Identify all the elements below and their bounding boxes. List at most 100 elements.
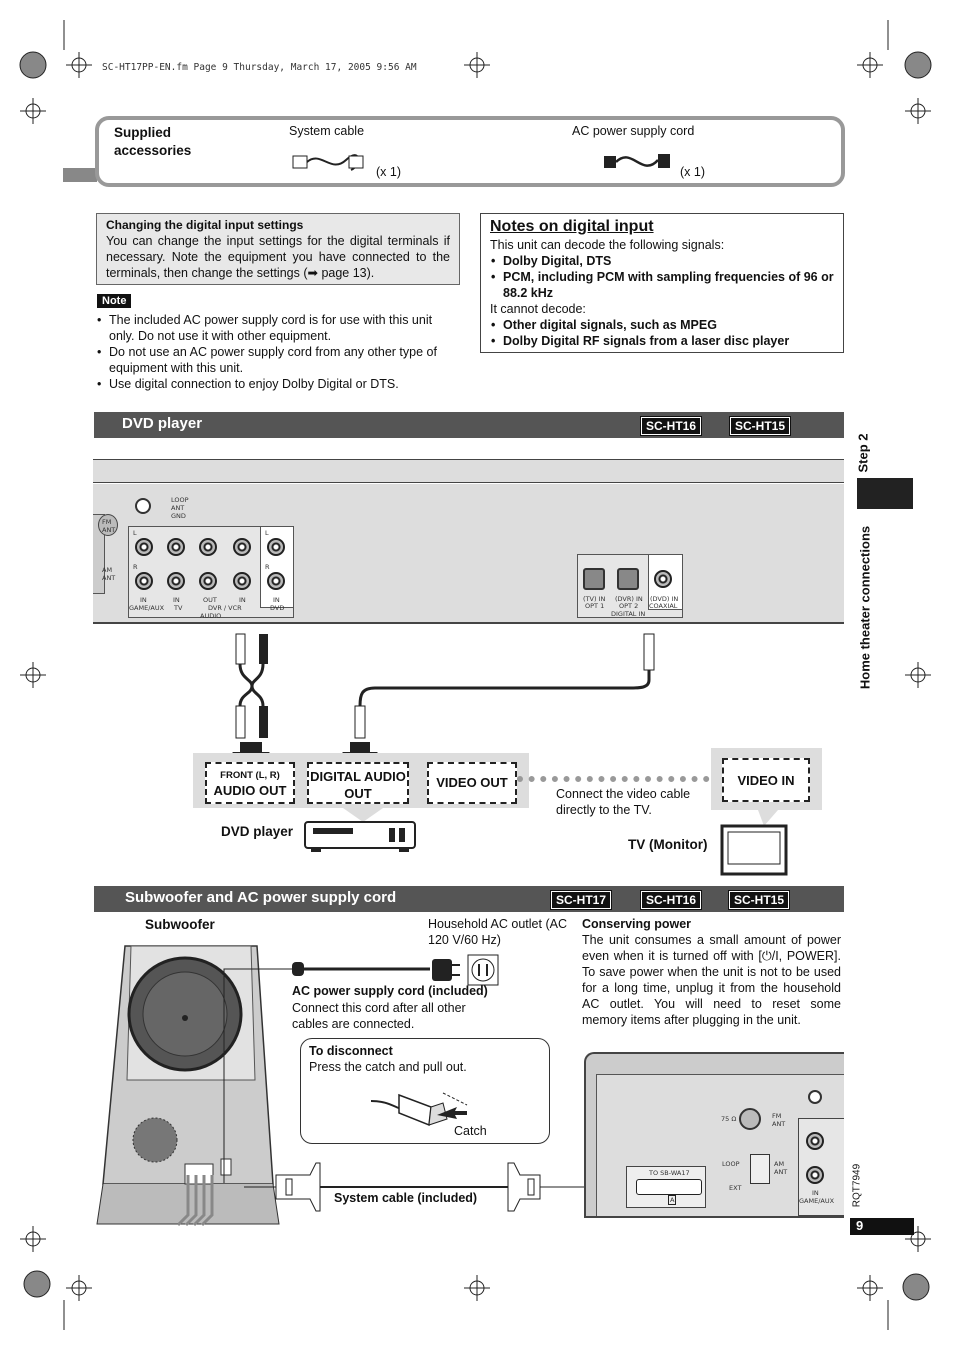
opt2-jack xyxy=(617,568,639,590)
tv-r-jack xyxy=(167,572,185,590)
catch-label: Catch xyxy=(454,1124,487,1138)
video-note: Connect the video cable directly to the … xyxy=(556,787,691,817)
l-label: L xyxy=(133,529,137,537)
ac-cord-icon xyxy=(604,154,670,168)
ac-cord-drawing xyxy=(223,954,499,1183)
dvd-cables xyxy=(232,633,655,769)
a-marker: A xyxy=(668,1195,677,1205)
model-badge: SC-HT16 xyxy=(639,416,703,436)
receiver-top-strip xyxy=(93,459,844,483)
print-header: SC-HT17PP-EN.fm Page 9 Thursday, March 1… xyxy=(102,62,417,73)
in-label: IN xyxy=(273,596,280,604)
changing-digital-box: Changing the digital input settings You … xyxy=(96,213,460,285)
catch-connector-icon xyxy=(371,1092,468,1127)
ext-label: EXT xyxy=(729,1184,742,1192)
out-label: OUT xyxy=(203,596,217,604)
fm-ant-label: FM ANT xyxy=(772,1112,786,1128)
am-ant-label: AM ANT xyxy=(102,566,116,582)
gnd-screw-icon xyxy=(808,1090,822,1104)
dvd-l-jack xyxy=(267,538,285,556)
subwoofer-label: Subwoofer xyxy=(145,917,215,932)
receiver-rear-panel: FM ANT AM ANT LOOP ANT GND L R L R IN IN… xyxy=(93,484,844,624)
fm-connector xyxy=(739,1108,761,1130)
to-sbwa17-label: TO SB-WA17 xyxy=(649,1169,690,1177)
tv-l-jack xyxy=(167,538,185,556)
list-item: Dolby Digital RF signals from a laser di… xyxy=(490,333,834,349)
coaxial-label: COAXIAL xyxy=(649,602,678,610)
model-badge: SC-HT15 xyxy=(728,416,792,436)
digital-audio-out-box: DIGITAL AUDIO OUT xyxy=(307,762,409,804)
dvd-section-title: DVD player xyxy=(122,415,203,432)
dvd-r-jack xyxy=(267,572,285,590)
section-marker xyxy=(63,168,97,182)
dvr-in-l-jack xyxy=(233,538,251,556)
video-in-box: VIDEO IN xyxy=(722,758,810,802)
outlet-label: Household AC outlet (AC 120 V/60 Hz) xyxy=(428,917,567,947)
notes-digital-intro: This unit can decode the following signa… xyxy=(490,238,725,252)
sub-section-header: Subwoofer and AC power supply cord xyxy=(94,886,844,912)
list-item: Do not use an AC power supply cord from … xyxy=(96,344,460,376)
list-item: Other digital signals, such as MPEG xyxy=(490,317,834,333)
l-label: L xyxy=(265,529,269,537)
in-label: IN xyxy=(140,596,147,604)
in-label: IN xyxy=(239,596,246,604)
am-terminal xyxy=(750,1154,770,1184)
coaxial-jack xyxy=(654,570,672,588)
dvd-player-label: DVD player xyxy=(221,824,294,839)
note-list: The included AC power supply cord is for… xyxy=(96,312,460,392)
side-step-label: Step 2 xyxy=(855,433,871,473)
disconnect-body: Press the catch and pull out. xyxy=(309,1060,467,1074)
model-badge: SC-HT15 xyxy=(727,890,791,910)
ohm-label: 75 Ω xyxy=(721,1115,737,1123)
in-label: IN xyxy=(173,596,180,604)
am-ant-label: AM ANT xyxy=(774,1160,788,1176)
dvd-label: DVD xyxy=(270,604,285,612)
ac-cord-qty: (x 1) xyxy=(680,165,705,179)
page-number: 9 xyxy=(856,1218,864,1233)
in-label: IN xyxy=(812,1189,819,1197)
ac-cord-title: AC power supply cord (included) xyxy=(292,984,488,998)
conserving-body: The unit consumes a small amount of powe… xyxy=(582,933,841,1027)
subwoofer-icon xyxy=(96,945,280,1225)
system-cable-drawing xyxy=(244,1162,632,1212)
audio-out-box: FRONT (L, R) AUDIO OUT xyxy=(205,762,295,804)
r-label: R xyxy=(265,563,270,571)
ac-cord-body: Connect this cord after all other cables… xyxy=(292,1001,466,1031)
tv-monitor-label: TV (Monitor) xyxy=(628,837,708,852)
front-lr-label: FRONT (L, R) xyxy=(220,770,280,781)
loop-ant-gnd-label: LOOP ANT GND xyxy=(171,496,189,520)
doc-code: RQT7949 xyxy=(851,1163,863,1208)
dvd-section-header: DVD player xyxy=(94,412,844,438)
dvd-player-icon xyxy=(304,808,416,852)
dvr-out-l-jack xyxy=(199,538,217,556)
model-badge: SC-HT17 xyxy=(549,890,613,910)
system-cable-label: System cable (included) xyxy=(334,1191,478,1205)
side-section-label: Home theater connections xyxy=(857,525,873,690)
audio-out-label: AUDIO OUT xyxy=(213,783,287,798)
changing-digital-body: You can change the input settings for th… xyxy=(106,234,450,280)
opt1-label: OPT 1 xyxy=(585,602,605,610)
list-item: PCM, including PCM with sampling frequen… xyxy=(490,269,834,301)
notes-digital-cannot-intro: It cannot decode: xyxy=(490,302,586,316)
sub-section-title: Subwoofer and AC power supply cord xyxy=(125,889,397,906)
ac-cord-label: AC power supply cord xyxy=(572,124,695,138)
r-label: R xyxy=(133,563,138,571)
disconnect-title: To disconnect xyxy=(309,1044,393,1058)
model-badge: SC-HT16 xyxy=(639,890,703,910)
system-cable-icon xyxy=(292,154,364,171)
list-item: Dolby Digital, DTS xyxy=(490,253,834,269)
game-aux-label: GAME/AUX xyxy=(799,1197,835,1205)
side-tab-block xyxy=(857,478,913,509)
game-aux-l-jack xyxy=(135,538,153,556)
system-cable-qty: (x 1) xyxy=(376,165,401,179)
speaker-wires xyxy=(178,1175,214,1227)
video-dotted-cable xyxy=(517,776,721,782)
digital-in-label: DIGITAL IN xyxy=(611,610,646,618)
system-cable-label: System cable xyxy=(289,124,365,138)
fm-ant-label: FM ANT xyxy=(102,518,116,534)
notes-digital-box: Notes on digital input This unit can dec… xyxy=(480,213,844,353)
dvr-out-r-jack xyxy=(199,572,217,590)
dvr-in-label: (DVR) IN xyxy=(615,595,643,603)
changing-digital-title: Changing the digital input settings xyxy=(106,218,304,232)
list-item: Use digital connection to enjoy Dolby Di… xyxy=(96,376,460,392)
